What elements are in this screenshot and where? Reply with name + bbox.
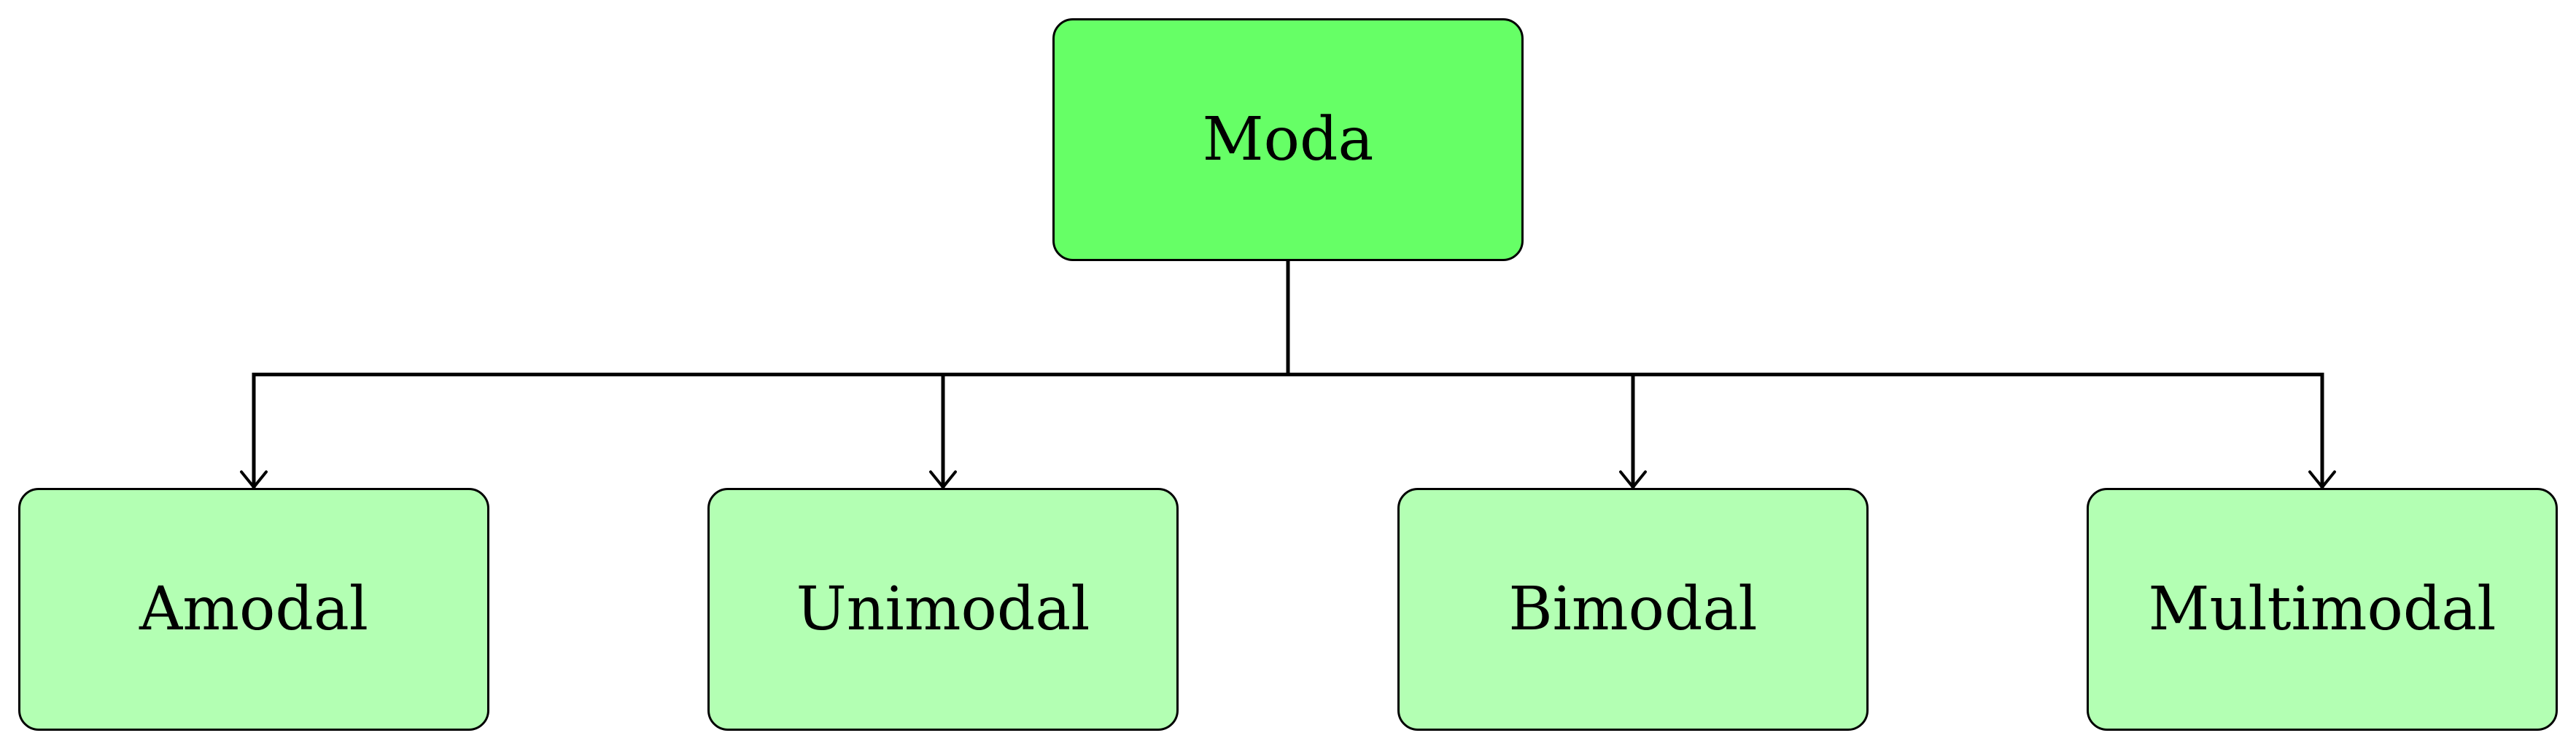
arrowhead-icon (2308, 470, 2336, 489)
root-node-label: Moda (1202, 104, 1374, 174)
child-node-bimodal: Bimodal (1397, 488, 1869, 731)
arrowhead-icon (929, 470, 957, 489)
arrowhead-icon (1619, 470, 1647, 489)
child-node-label: Amodal (139, 574, 368, 644)
child-node-label: Bimodal (1508, 574, 1758, 644)
child-node-unimodal: Unimodal (707, 488, 1179, 731)
child-node-amodal: Amodal (18, 488, 489, 731)
arrowhead-icon (240, 470, 268, 489)
root-node-moda: Moda (1052, 18, 1524, 261)
child-node-multimodal: Multimodal (2087, 488, 2558, 731)
edge-group (240, 259, 2336, 489)
child-node-label: Unimodal (796, 574, 1090, 644)
child-node-label: Multimodal (2148, 574, 2497, 644)
